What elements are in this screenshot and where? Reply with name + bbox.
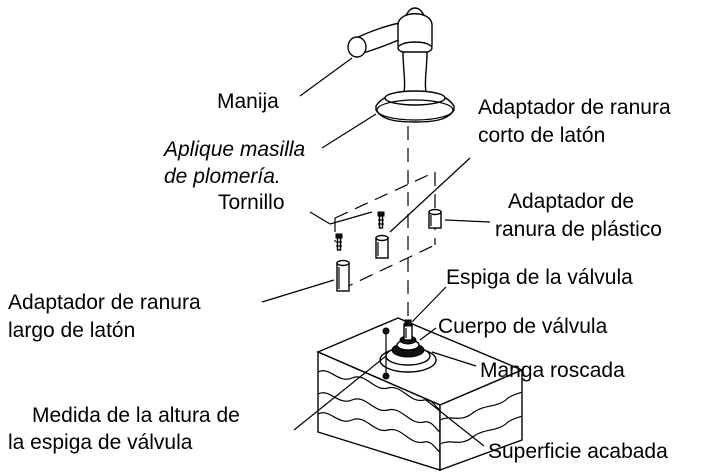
label-threaded-sleeve: Manga roscada (480, 359, 625, 382)
leader-lines (261, 57, 491, 447)
valve-assembly (379, 319, 437, 373)
label-plastic-adapter-line1: Adaptador de (508, 190, 634, 213)
label-valve-body: Cuerpo de válvula (438, 315, 608, 338)
plastic-adapter (428, 208, 442, 229)
label-plastic-adapter-line2: ranura de plástico (495, 218, 662, 241)
label-stem-height-line2: la espiga de válvula (8, 431, 193, 454)
label-handle: Manija (217, 90, 279, 113)
label-putty-line2: de plomería. (164, 165, 281, 188)
label-screw: Tornillo (218, 191, 285, 214)
label-finished-surface: Superficie acabada (488, 440, 668, 463)
handle-illustration (347, 7, 455, 123)
assembly-guide-lines (334, 126, 436, 320)
label-short-adapter-line1: Adaptador de ranura (478, 96, 671, 119)
label-putty-line1: Aplique masilla (162, 138, 305, 161)
screw-left (335, 233, 343, 251)
label-long-adapter-line1: Adaptador de ranura (8, 291, 201, 314)
label-long-adapter-line2: largo de latón (8, 319, 135, 342)
stem-height-measurement (382, 327, 390, 380)
short-brass-adapter (375, 234, 389, 259)
label-valve-stem: Espiga de la válvula (446, 266, 633, 289)
label-stem-height-line1: Medida de la altura de (32, 404, 240, 427)
screw-right (377, 211, 385, 229)
callout-labels: Manija Aplique masilla de plomería. Torn… (8, 90, 671, 463)
long-brass-adapter (336, 259, 350, 292)
label-short-adapter-line2: corto de latón (478, 124, 605, 147)
